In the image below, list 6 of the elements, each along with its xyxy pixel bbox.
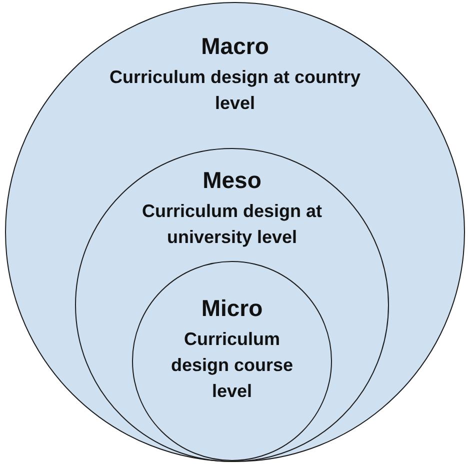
level-description: Curriculum design at university level <box>140 200 324 249</box>
level-title: Meso <box>202 167 262 195</box>
level-title: Macro <box>201 33 269 61</box>
level-description: Curriculum design course level <box>170 328 294 403</box>
level-description: Curriculum design at country level <box>108 66 362 115</box>
level-title: Micro <box>201 295 263 323</box>
